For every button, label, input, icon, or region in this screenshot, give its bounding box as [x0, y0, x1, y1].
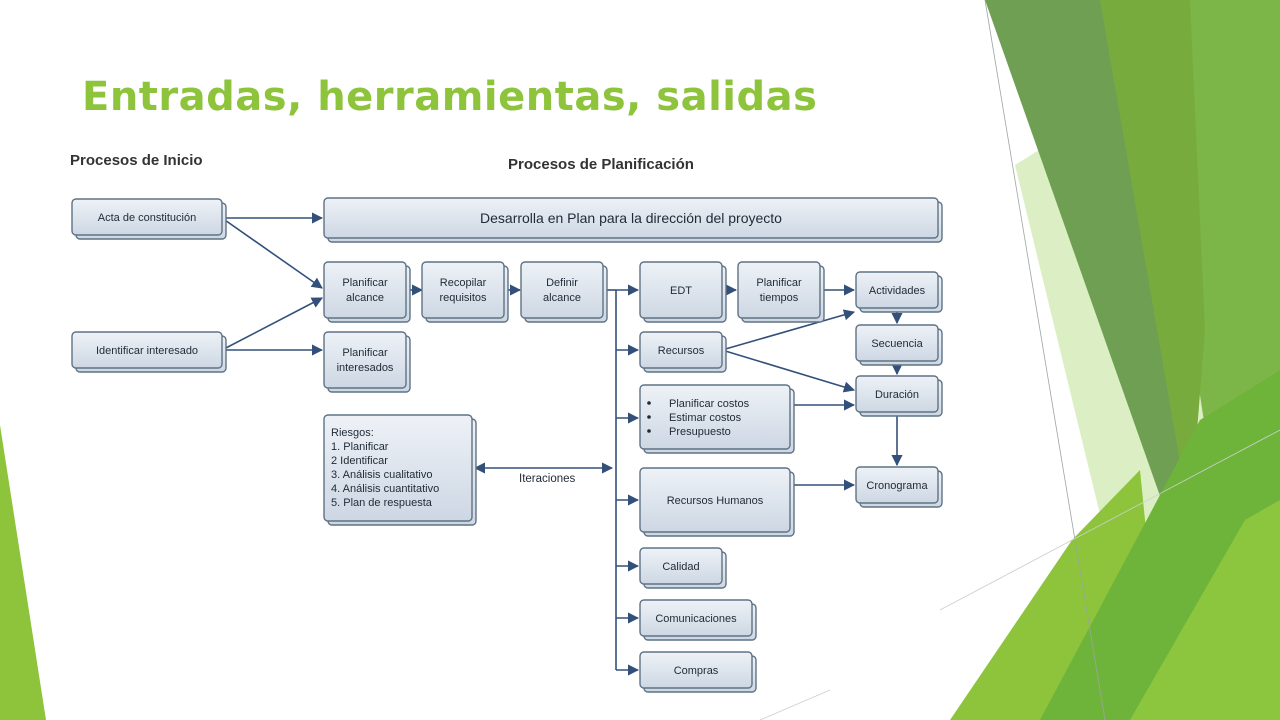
- node-recursos: Recursos: [639, 331, 727, 373]
- node-acta-constitucion: Acta de constitución: [71, 198, 227, 240]
- svg-text:Duración: Duración: [875, 389, 919, 401]
- node-recursos-humanos: Recursos Humanos: [639, 467, 795, 537]
- svg-text:Recopilar: Recopilar: [440, 277, 487, 289]
- svg-text:Recursos Humanos: Recursos Humanos: [667, 495, 764, 507]
- node-planificar-interesados: Planificar interesados: [323, 331, 411, 393]
- svg-text:Riesgos:: Riesgos:: [331, 427, 374, 439]
- label-iteraciones: Iteraciones: [519, 473, 576, 485]
- svg-text:Planificar costos: Planificar costos: [669, 398, 750, 410]
- svg-text:Planificar: Planificar: [756, 277, 802, 289]
- svg-text:interesados: interesados: [337, 362, 394, 374]
- slide-title: Entradas, herramientas, salidas: [82, 74, 818, 120]
- svg-text:requisitos: requisitos: [439, 292, 487, 304]
- svg-text:alcance: alcance: [543, 292, 581, 304]
- node-cronograma: Cronograma: [855, 466, 943, 508]
- node-costos: Planificar costos Estimar costos Presupu…: [639, 384, 795, 454]
- node-edt: EDT: [639, 261, 727, 323]
- node-actividades: Actividades: [855, 271, 943, 313]
- svg-text:Planificar: Planificar: [342, 347, 388, 359]
- node-recopilar-requisitos: Recopilar requisitos: [421, 261, 509, 323]
- edge-identificar-to-alcance: [221, 297, 323, 351]
- svg-text:Estimar costos: Estimar costos: [669, 412, 742, 424]
- green-shape-bottom-right: [1130, 500, 1280, 720]
- svg-text:Planificar: Planificar: [342, 277, 388, 289]
- node-planificar-alcance: Planificar alcance: [323, 261, 411, 323]
- svg-text:Acta de constitución: Acta de constitución: [98, 212, 196, 224]
- heading-procesos-planificacion: Procesos de Planificación: [508, 156, 694, 173]
- svg-text:5. Plan de respuesta: 5. Plan de respuesta: [331, 497, 433, 509]
- heading-procesos-inicio: Procesos de Inicio: [70, 152, 203, 169]
- svg-text:Definir: Definir: [546, 277, 578, 289]
- node-riesgos: Riesgos: 1. Planificar 2 Identificar 3. …: [323, 414, 477, 526]
- node-compras: Compras: [639, 651, 757, 693]
- svg-text:EDT: EDT: [670, 285, 692, 297]
- connectors: [221, 212, 903, 676]
- node-calidad: Calidad: [639, 547, 727, 589]
- node-identificar-interesado: Identificar interesado: [71, 331, 227, 373]
- svg-text:4. Análisis cuantitativo: 4. Análisis cuantitativo: [331, 483, 439, 495]
- svg-text:Actividades: Actividades: [869, 285, 926, 297]
- svg-text:Cronograma: Cronograma: [866, 480, 928, 492]
- svg-text:Calidad: Calidad: [662, 561, 699, 573]
- node-planificar-tiempos: Planificar tiempos: [737, 261, 825, 323]
- svg-text:Identificar interesado: Identificar interesado: [96, 345, 198, 357]
- svg-text:Compras: Compras: [674, 665, 719, 677]
- svg-text:Secuencia: Secuencia: [871, 338, 923, 350]
- node-secuencia: Secuencia: [855, 324, 943, 366]
- svg-text:Presupuesto: Presupuesto: [669, 426, 731, 438]
- node-comunicaciones: Comunicaciones: [639, 599, 757, 641]
- svg-text:tiempos: tiempos: [760, 292, 799, 304]
- deco-line-2: [939, 429, 1280, 611]
- deco-line-3: [759, 689, 831, 720]
- edge-recursos-to-duracion: [721, 349, 856, 393]
- green-shape-mid: [1100, 0, 1205, 520]
- svg-text:Desarrolla en Plan para la dir: Desarrolla en Plan para la dirección del…: [480, 210, 782, 226]
- svg-text:2 Identificar: 2 Identificar: [331, 455, 388, 467]
- node-desarrollar-plan: Desarrolla en Plan para la dirección del…: [323, 197, 943, 243]
- edge-acta-to-alcance: [221, 217, 323, 289]
- svg-text:3. Análisis cualitativo: 3. Análisis cualitativo: [331, 469, 433, 481]
- svg-text:Recursos: Recursos: [658, 345, 705, 357]
- edge-recursos-to-actividades: [721, 309, 856, 351]
- green-shape-left: [0, 425, 46, 720]
- svg-text:alcance: alcance: [346, 292, 384, 304]
- node-definir-alcance: Definir alcance: [520, 261, 608, 323]
- node-duracion: Duración: [855, 375, 943, 417]
- svg-text:1. Planificar: 1. Planificar: [331, 441, 389, 453]
- svg-text:Comunicaciones: Comunicaciones: [655, 613, 737, 625]
- deco-line-1: [984, 0, 1106, 720]
